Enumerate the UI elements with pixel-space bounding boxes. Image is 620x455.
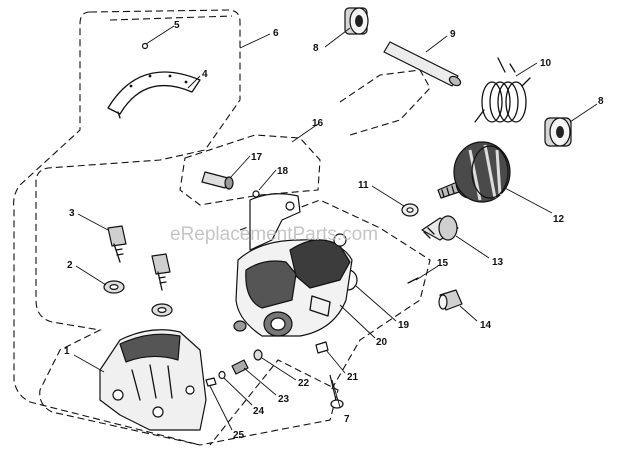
callout-8-top: 8: [313, 43, 319, 54]
callout-20: 20: [376, 337, 388, 348]
callout-7: 7: [344, 414, 350, 425]
part-10-torsion-spring: [474, 57, 531, 123]
callout-18: 18: [277, 166, 289, 177]
part-22-washer: [253, 349, 263, 361]
callout-2: 2: [67, 260, 73, 271]
callout-8-right: 8: [598, 96, 604, 107]
callout-22: 22: [298, 378, 310, 389]
callout-17: 17: [251, 152, 263, 163]
callout-11: 11: [358, 180, 369, 191]
callout-4: 4: [202, 69, 208, 80]
callout-13: 13: [492, 257, 504, 268]
part-6-strap-outline: [109, 15, 233, 21]
callout-5: 5: [174, 20, 180, 31]
part-25-screw: [205, 377, 217, 387]
callout-labels: 1 2 3 4 5 6 8 9 10 8 16 17 18 11 12 13 1…: [64, 20, 604, 441]
callout-25: 25: [233, 430, 245, 441]
part-2-washers: [103, 280, 173, 317]
callout-15: 15: [437, 258, 449, 269]
group-boundary-16: [179, 134, 321, 206]
callout-16: 16: [312, 118, 324, 129]
group-boundary-right: [339, 69, 431, 136]
part-21-screw: [315, 341, 329, 354]
callout-19: 19: [398, 320, 410, 331]
group-boundary-6: [35, 9, 339, 446]
callout-12: 12: [553, 214, 565, 225]
part-11-washer: [401, 203, 419, 217]
part-17-fitting: [201, 171, 234, 190]
part-7-screw: [329, 374, 344, 409]
callout-6: 6: [273, 28, 279, 39]
part-18-ball: [252, 190, 260, 198]
part-3-bolts: [107, 225, 171, 291]
part-1-base-housing: [99, 329, 207, 431]
part-14-bushing: [438, 289, 463, 311]
callout-1: 1: [64, 346, 70, 357]
callout-10: 10: [540, 58, 552, 69]
part-12-adjuster-knob: [437, 141, 511, 203]
part-5-rivet: [141, 42, 149, 50]
part-4-curved-guard: [107, 71, 201, 119]
group-boundary-lower: [239, 199, 431, 393]
watermark-text: eReplacementParts.com: [170, 224, 378, 245]
part-13-bolt: [421, 215, 459, 241]
leader-lines: [73, 25, 598, 431]
part-23-spring: [231, 359, 249, 375]
callout-23: 23: [278, 394, 290, 405]
callout-24: 24: [253, 406, 265, 417]
callout-3: 3: [69, 208, 75, 219]
part-9-axle-pin: [383, 41, 462, 87]
part-8-roller-right: [544, 117, 572, 147]
callout-9: 9: [450, 29, 456, 40]
callout-14: 14: [480, 320, 492, 331]
part-24-nut: [218, 370, 226, 380]
part-8-roller-top: [344, 7, 369, 35]
callout-21: 21: [347, 372, 359, 383]
part-20-gearbox: [233, 193, 353, 337]
part-15-pin: [407, 277, 419, 284]
